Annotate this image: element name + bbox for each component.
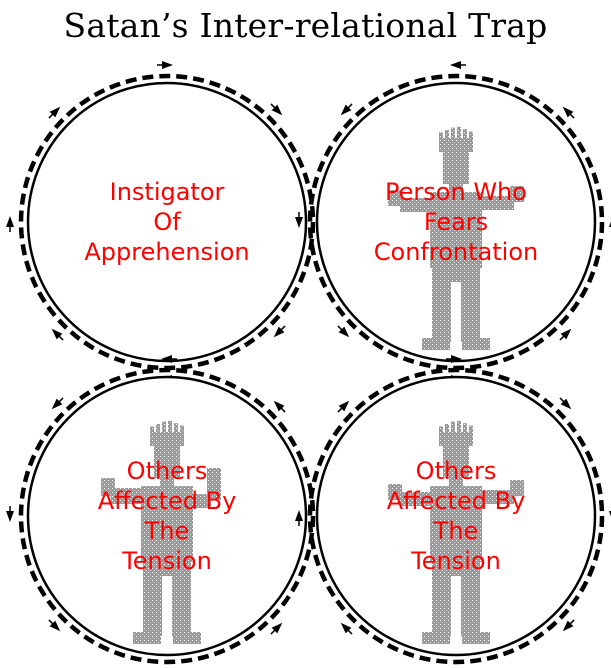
diagram-title: Satan’s Inter-relational Trap <box>63 6 548 45</box>
flow-arrow-icon <box>562 106 574 118</box>
circle-label-line: The <box>433 517 479 545</box>
circle-label-line: Tension <box>121 547 212 575</box>
flow-arrow-icon <box>560 398 572 410</box>
flow-arrow-icon <box>161 355 172 363</box>
circle-label-line: Instigator <box>110 178 225 206</box>
flow-arrow-icon <box>273 326 285 338</box>
circle-label-line: The <box>144 517 190 545</box>
flow-arrow-icon <box>560 328 572 340</box>
flow-arrow-icon <box>49 106 61 118</box>
circle-label-line: Affected By <box>98 487 237 515</box>
flow-arrow-icon <box>271 104 283 116</box>
circle-label-line: Others <box>127 457 208 485</box>
flow-arrow-icon <box>51 398 63 410</box>
flow-arrow-icon <box>51 328 63 340</box>
dashed-ring <box>18 367 316 665</box>
flow-arrow-icon <box>6 511 14 522</box>
circle-label-line: Others <box>416 457 497 485</box>
circle-label-line: Fears <box>424 208 488 236</box>
flow-arrow-icon <box>340 622 352 634</box>
circle-label-line: Person Who <box>385 178 527 206</box>
circle-label-line: Affected By <box>387 487 526 515</box>
flow-arrow-icon <box>562 620 574 632</box>
flow-arrow-icon <box>450 61 461 69</box>
flow-arrow-icon <box>162 61 173 69</box>
person-silhouette <box>388 126 524 350</box>
flow-arrow-icon <box>6 216 14 227</box>
flow-arrow-icon <box>338 400 350 412</box>
flow-arrow-icon <box>451 355 462 363</box>
person-silhouette <box>101 420 221 644</box>
flow-arrow-icon <box>295 510 303 521</box>
circle-label-line: Confrontation <box>374 238 538 266</box>
flow-arrow-icon <box>273 400 285 412</box>
circle-label-line: Tension <box>410 547 501 575</box>
flow-arrow-icon <box>338 326 350 338</box>
dashed-ring <box>307 367 605 665</box>
circle-label-line: Apprehension <box>84 238 249 266</box>
flow-arrow-icon <box>295 217 303 228</box>
flow-arrow-icon <box>271 622 283 634</box>
person-silhouette <box>388 420 524 644</box>
flow-arrow-icon <box>49 620 61 632</box>
circle-label-line: Of <box>153 208 181 236</box>
flow-arrow-icon <box>340 104 352 116</box>
